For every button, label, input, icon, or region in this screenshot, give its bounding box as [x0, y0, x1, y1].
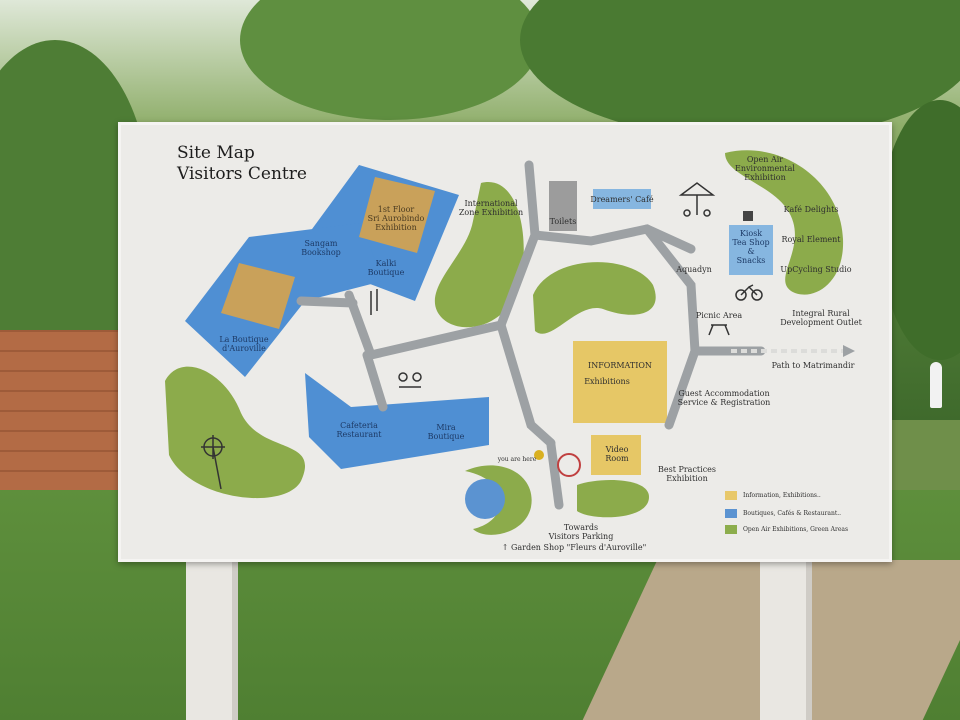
label-first-floor: 1st Floor Sri Aurobindo Exhibition — [367, 205, 425, 232]
pond-green-ring — [465, 465, 532, 535]
label-information: INFORMATION — [588, 361, 652, 370]
distant-person — [930, 362, 942, 408]
label-guest-accommodation: Guest Accommodation Service & Registrati… — [677, 389, 771, 407]
label-mira: Mira Boutique — [427, 423, 465, 441]
label-garden-shop: ↑ Garden Shop "Fleurs d'Auroville" — [501, 543, 647, 552]
legend-label-green: Open Air Exhibitions, Green Areas — [743, 526, 849, 533]
label-toilets: Toilets — [549, 217, 577, 226]
video-room-icon — [557, 453, 581, 477]
you-are-here-marker — [534, 450, 544, 460]
label-la-boutique: La Boutique d'Auroville — [219, 335, 269, 353]
sign-post-left — [186, 550, 238, 720]
arrow-icon — [843, 345, 855, 357]
pond — [465, 479, 505, 519]
picnic-table-icon — [708, 324, 730, 336]
label-dreamers-cafe: Dreamers' Café — [590, 195, 654, 204]
label-kafe-delights: Kafé Delights — [783, 205, 839, 214]
label-aquadyn: Aquadyn — [676, 265, 712, 274]
first-floor-area — [359, 177, 435, 253]
picnic-umbrella-icon — [678, 182, 716, 217]
central-green-area — [533, 262, 656, 334]
label-kiosk: Kiosk Tea Shop & Snacks — [732, 229, 770, 265]
label-exhibitions: Exhibitions — [584, 377, 630, 386]
label-towards-parking: Towards Visitors Parking — [548, 523, 614, 541]
label-you-are-here: you are here — [497, 456, 537, 463]
legend-swatch-green — [725, 525, 737, 534]
label-integral-rural: Integral Rural Development Outlet — [780, 309, 862, 327]
label-picnic-area: Picnic Area — [695, 311, 743, 320]
bicycle-icon — [735, 284, 763, 301]
sign-board: Site Map Visitors Centre 1st Floor Sri A… — [118, 122, 892, 562]
dreamers-cafe-area — [593, 189, 651, 209]
sign-post-right — [760, 550, 812, 720]
music-note-icon — [370, 289, 378, 315]
toilets-icon — [549, 181, 577, 231]
label-cafeteria: Cafeteria Restaurant — [336, 421, 382, 439]
windmill-icon — [201, 435, 225, 490]
label-royal-element: Royal Element — [781, 235, 841, 244]
label-upcycling: UpCycling Studio — [780, 265, 852, 274]
bottom-green-area — [577, 480, 649, 518]
walkway-network — [296, 160, 766, 510]
information-area — [573, 341, 667, 423]
zone-green-area — [434, 182, 524, 328]
la-boutique-area — [221, 263, 295, 329]
title-line-2: Visitors Centre — [177, 164, 307, 184]
label-kalki: Kalki Boutique — [367, 259, 405, 277]
label-video-room: Video Room — [605, 445, 629, 463]
title-line-1: Site Map — [177, 143, 255, 163]
cafeteria-area — [305, 373, 489, 469]
open-air-green-area — [725, 150, 844, 295]
label-sangam: Sangam Bookshop — [301, 239, 341, 257]
legend-label-boutiques: Boutiques, Cafés & Restaurant.. — [743, 510, 842, 517]
cafe-table-icon — [398, 372, 422, 388]
trash-icon — [743, 211, 753, 221]
legend-swatch-info — [725, 491, 737, 500]
legend-swatch-boutiques — [725, 509, 737, 518]
label-best-practices: Best Practices Exhibition — [657, 465, 717, 483]
label-path-matrimandir: Path to Matrimandir — [771, 361, 855, 370]
legend-label-info: Information, Exhibitions.. — [743, 492, 821, 499]
video-room-area — [591, 435, 641, 475]
sign-title: Site Map Visitors Centre — [177, 143, 307, 185]
label-international-zone: International Zone Exhibition — [458, 199, 524, 217]
windmill-green-area — [165, 366, 306, 499]
site-map-sign: Site Map Visitors Centre 1st Floor Sri A… — [118, 122, 892, 562]
label-open-air: Open Air Environmental Exhibition — [735, 155, 795, 182]
kiosk-area — [729, 225, 773, 275]
brick-wall — [0, 330, 130, 510]
map-illustration — [165, 150, 855, 535]
